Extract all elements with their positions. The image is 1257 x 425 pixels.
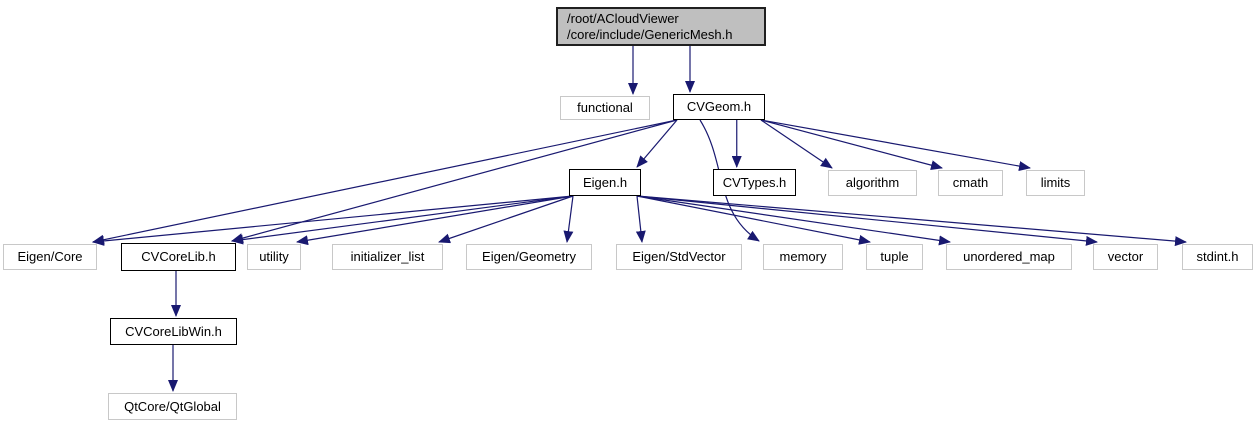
edge-cvgeom-to-limits bbox=[760, 119, 1031, 171]
edge-cvgeom-to-algorithm bbox=[760, 119, 833, 169]
edge-cvgeom-to-cmath bbox=[760, 119, 943, 171]
graph-node-memory: memory bbox=[763, 244, 843, 270]
edge-cvgeom-to-eigencore bbox=[92, 119, 678, 245]
edge-eigenh-to-unorderedmap bbox=[636, 195, 951, 246]
graph-node-eigencore: Eigen/Core bbox=[3, 244, 97, 270]
graph-node-eigenh[interactable]: Eigen.h bbox=[569, 169, 641, 196]
graph-node-functional: functional bbox=[560, 96, 650, 120]
graph-node-cmath: cmath bbox=[938, 170, 1003, 196]
edge-cvgeom-to-cvcorelib bbox=[231, 119, 678, 243]
graph-node-initializerlist: initializer_list bbox=[332, 244, 443, 270]
graph-node-cvtypes[interactable]: CVTypes.h bbox=[713, 169, 796, 196]
graph-node-cvgeom[interactable]: CVGeom.h bbox=[673, 94, 765, 120]
graph-node-eigengeometry: Eigen/Geometry bbox=[466, 244, 592, 270]
graph-node-vector: vector bbox=[1093, 244, 1158, 270]
graph-node-cvcorelib[interactable]: CVCoreLib.h bbox=[121, 243, 236, 271]
graph-node-limits: limits bbox=[1026, 170, 1085, 196]
graph-node-tuple: tuple bbox=[866, 244, 923, 270]
edge-eigenh-to-tuple bbox=[636, 195, 871, 245]
edge-eigenh-to-eigengeometry bbox=[563, 195, 574, 243]
edge-eigenh-to-eigencore bbox=[92, 195, 574, 246]
graph-node-root: /root/ACloudViewer /core/include/Generic… bbox=[556, 7, 766, 46]
edge-eigenh-to-cvcorelib bbox=[231, 195, 574, 245]
graph-node-stdinth: stdint.h bbox=[1182, 244, 1253, 270]
edge-eigenh-to-eigenstdvector bbox=[635, 195, 646, 243]
graph-node-algorithm: algorithm bbox=[828, 170, 917, 196]
edge-eigenh-to-utility bbox=[296, 195, 574, 246]
edge-cvgeom-to-eigenh bbox=[636, 119, 678, 168]
graph-node-cvcorelibwin[interactable]: CVCoreLibWin.h bbox=[110, 318, 237, 345]
graph-node-eigenstdvector: Eigen/StdVector bbox=[616, 244, 742, 270]
edge-eigenh-to-vector bbox=[636, 195, 1098, 246]
graph-node-qtglobal: QtCore/QtGlobal bbox=[108, 393, 237, 420]
graph-node-unorderedmap: unordered_map bbox=[946, 244, 1072, 270]
edge-eigenh-to-stdinth bbox=[636, 195, 1187, 247]
graph-node-utility: utility bbox=[247, 244, 301, 270]
edge-eigenh-to-initializerlist bbox=[438, 195, 574, 244]
